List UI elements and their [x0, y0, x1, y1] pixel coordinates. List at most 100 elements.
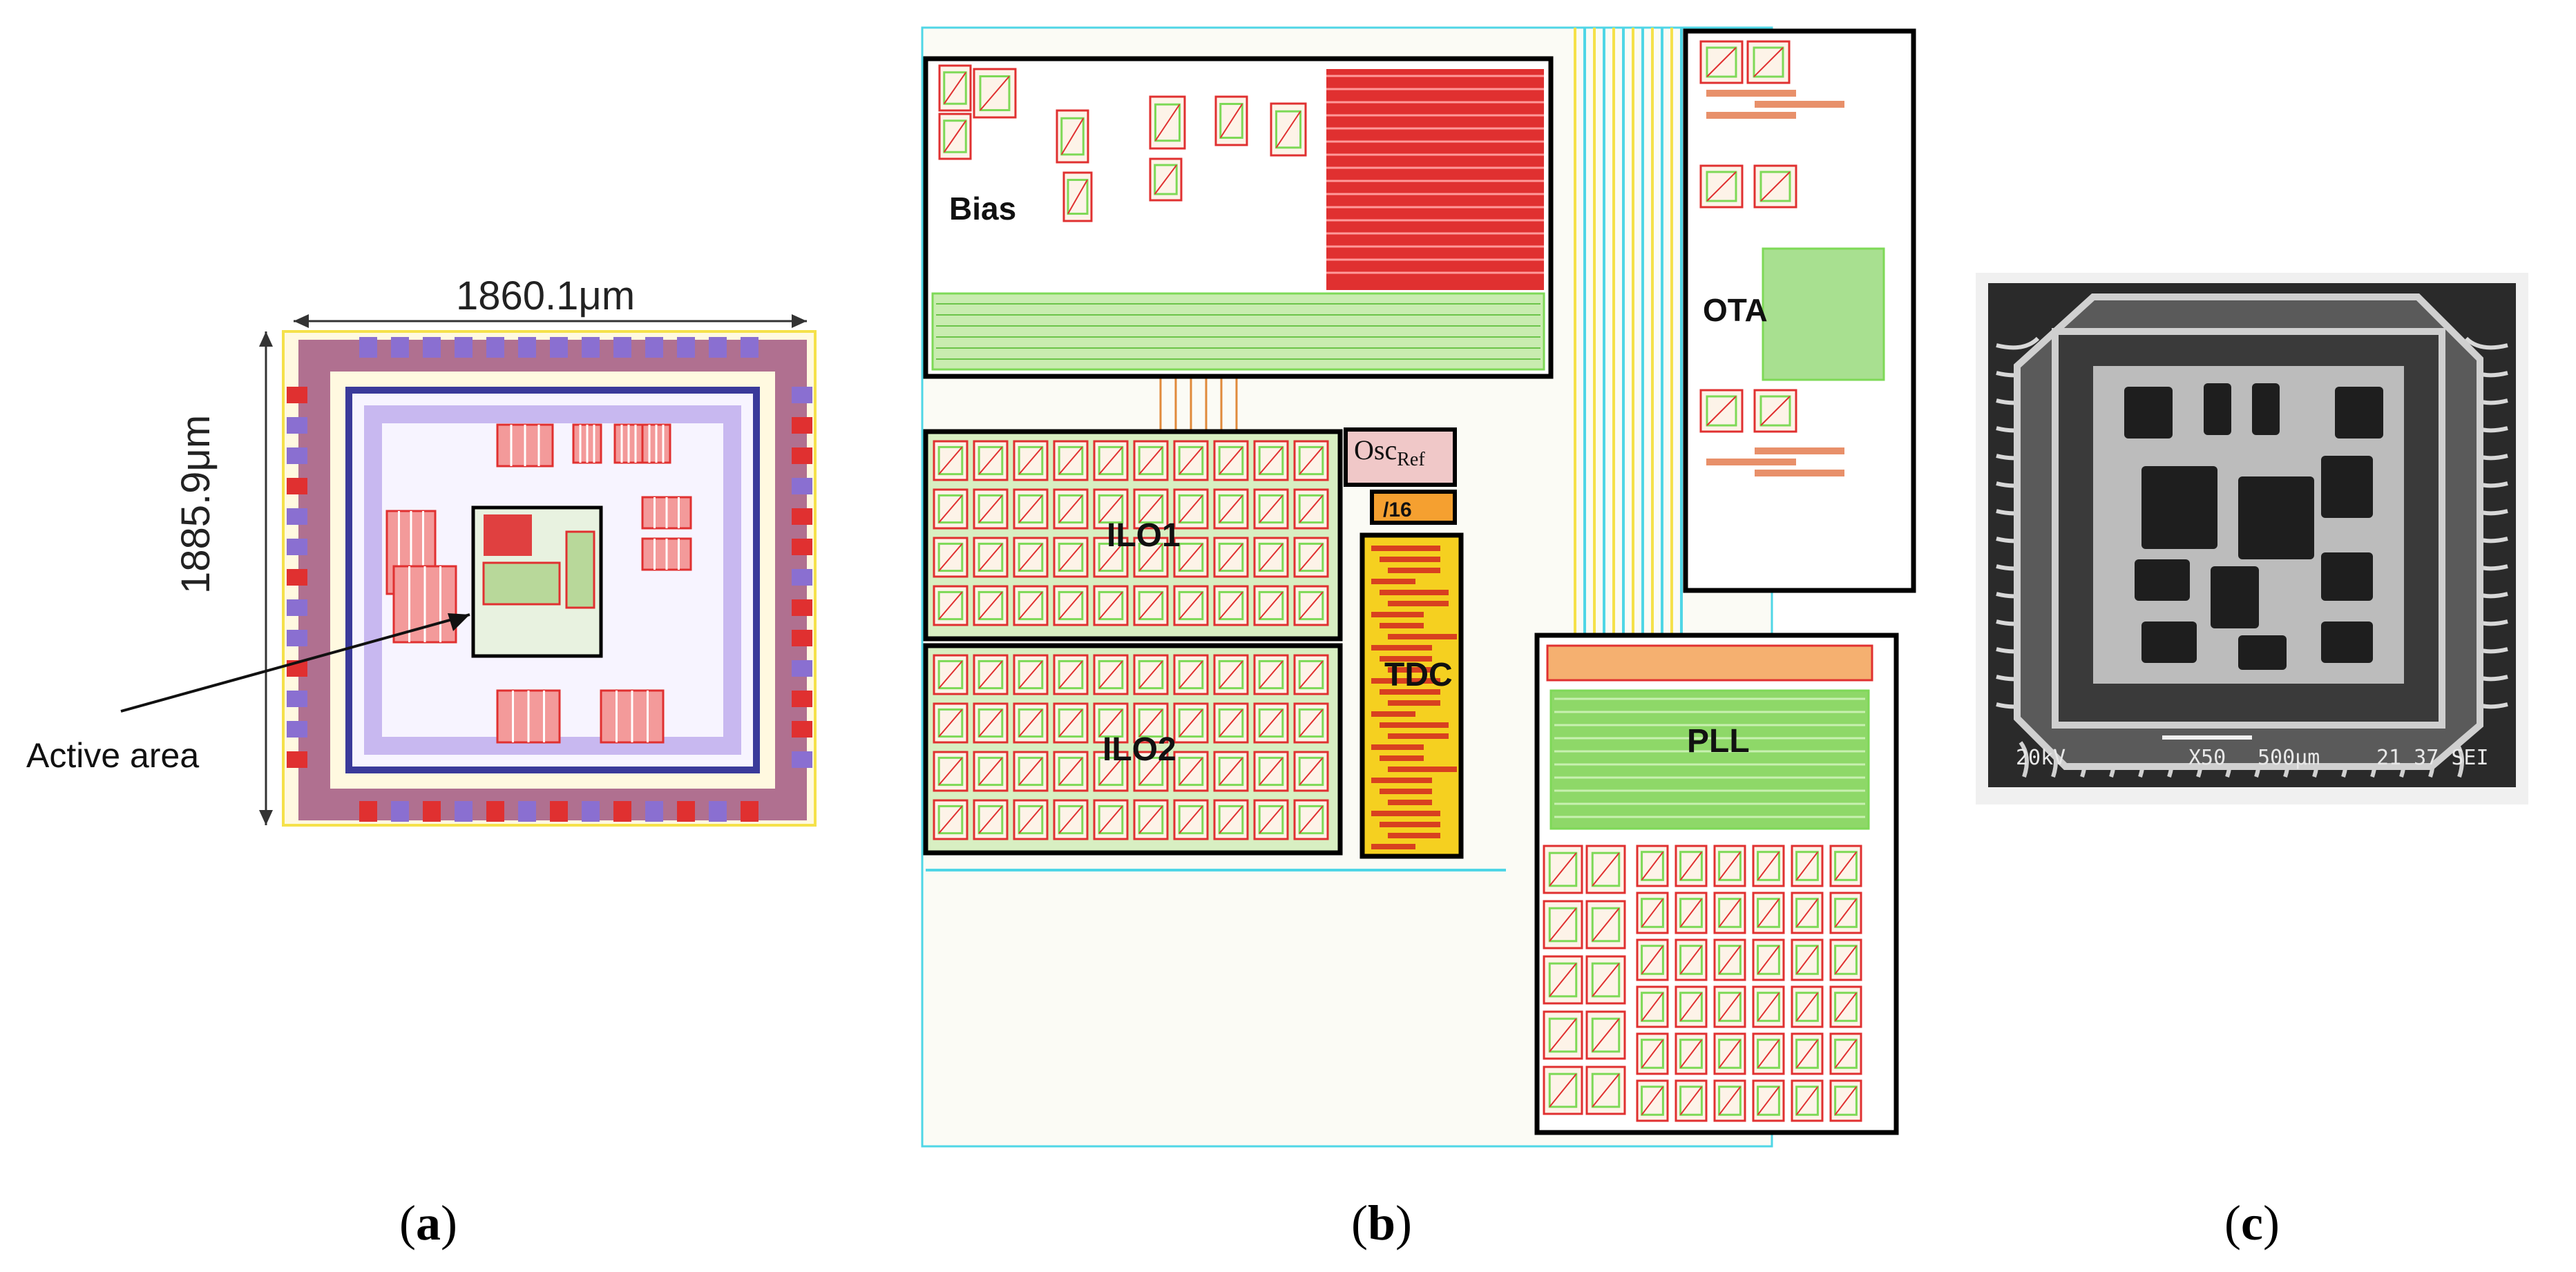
tdc-row-5	[1388, 601, 1449, 606]
tdc-row-20	[1388, 767, 1457, 772]
block-ilo2-cell-1-0-hatch	[938, 709, 963, 738]
pad-right-12	[792, 751, 812, 768]
tdc-row-26	[1388, 833, 1440, 838]
pll-cap-grid-5-2-inner	[1718, 1086, 1742, 1116]
tdc-row-7	[1380, 623, 1424, 628]
block-ilo1-cell-0-9-inner	[1298, 445, 1324, 476]
ota-cell-4-inner	[1706, 395, 1737, 427]
pad-top-1	[391, 337, 409, 358]
pll-cap-grid-2-0-inner	[1641, 945, 1664, 975]
pll-cap-grid-2-0-hatch	[1641, 945, 1664, 974]
tdc-row-3	[1371, 579, 1415, 584]
pll-cap-grid-4-4-hatch	[1795, 1039, 1819, 1068]
pll-cap-left-3-1-inner	[1591, 1017, 1621, 1053]
bias-cell-8-hatch	[1275, 110, 1301, 148]
block-ilo2-cell-1-6-hatch	[1179, 709, 1203, 738]
tdc-row-25	[1380, 822, 1440, 827]
block-ilo2-cell-1-0-inner	[937, 708, 964, 738]
block-ilo2-cell-3-8-hatch	[1259, 805, 1284, 834]
block-ilo1-cell-3-9-hatch	[1299, 591, 1324, 620]
pll-cap-grid-0-2-inner	[1718, 851, 1742, 881]
block-ilo1-cell-3-5-hatch	[1138, 591, 1163, 620]
block-ilo1-cell-3-0-hatch	[938, 591, 963, 620]
block-ilo2-cell-0-6-hatch	[1179, 660, 1203, 689]
pll-cap-left-4-0-hatch	[1549, 1073, 1577, 1108]
pad-top-7	[582, 337, 600, 358]
block-ilo2-cell-0-9-inner	[1298, 659, 1324, 690]
pad-top-0	[359, 337, 377, 358]
pll-cap-grid-2-2-inner	[1718, 945, 1742, 975]
block-ilo2-cell-3-5-inner	[1138, 804, 1164, 835]
caption-a: (a)	[399, 1195, 457, 1251]
die-dark-region-6	[2321, 456, 2373, 518]
sem-micrograph	[1976, 273, 2528, 804]
block-ilo2-cell-3-2-inner	[1018, 804, 1044, 835]
block-ilo2-cell-3-1-inner	[977, 804, 1004, 835]
bias-cell-1-inner	[943, 119, 967, 153]
sem-id: 21 37 SEI	[2376, 746, 2489, 770]
block-ilo1-cell-1-6-hatch	[1179, 494, 1203, 523]
pad-bottom-7	[582, 801, 600, 822]
pad-bottom-2	[423, 801, 441, 822]
block-ilo1-cell-2-0-inner	[937, 542, 964, 572]
bias-cell-4-hatch	[1067, 180, 1088, 214]
block-ilo2-cell-2-0-inner	[937, 756, 964, 787]
block-ilo1-cell-1-3-inner	[1058, 494, 1084, 524]
pll-cap-grid-0-1-hatch	[1679, 851, 1703, 880]
block-ilo2-cell-1-4-inner	[1098, 708, 1124, 738]
pad-right-4	[792, 508, 812, 525]
block-ilo2-cell-1-5-hatch	[1138, 709, 1163, 738]
pll-cap-grid-4-1-inner	[1679, 1039, 1703, 1069]
ota-cell-0-inner	[1706, 46, 1737, 78]
pad-left-1	[287, 417, 307, 434]
pad-top-12	[741, 337, 759, 358]
pad-top-2	[423, 337, 441, 358]
pll-cap-left-3-0-hatch	[1549, 1018, 1577, 1052]
ota-cell-5-inner	[1759, 395, 1791, 427]
pll-cap-grid-0-3-inner	[1757, 851, 1780, 881]
die-dark-region-5	[2238, 476, 2314, 559]
bond-wire-bottom-0	[2019, 741, 2029, 778]
pll-cap-grid-5-4-hatch	[1795, 1086, 1819, 1115]
block-div-outline	[1370, 490, 1457, 525]
block-ilo1-cell-0-9-hatch	[1299, 446, 1324, 475]
block-ilo2-cell-2-9-inner	[1298, 756, 1324, 787]
tdc-row-15	[1371, 711, 1415, 717]
die-dark-region-1	[2204, 383, 2231, 435]
pll-cap-grid-2-3-hatch	[1757, 945, 1780, 974]
ota-transistor-1	[1755, 101, 1844, 108]
block-ilo2-cell-3-4-inner	[1098, 804, 1124, 835]
pad-right-2	[792, 447, 812, 464]
pad-right-3	[792, 478, 812, 494]
osc-label-main: Osc	[1354, 434, 1397, 465]
pll-cap-grid-4-0-hatch	[1641, 1039, 1664, 1068]
ota-transistor-2	[1706, 112, 1796, 119]
pll-cap-grid-3-0-inner	[1641, 992, 1664, 1022]
block-ilo2-cell-2-0-hatch	[938, 757, 963, 786]
pad-bottom-12	[741, 801, 759, 822]
pll-cap-grid-5-5-inner	[1834, 1086, 1858, 1116]
pll-cap-grid-3-1-inner	[1679, 992, 1703, 1022]
tdc-row-0	[1371, 546, 1440, 551]
pad-top-3	[455, 337, 473, 358]
bias-cell-5-inner	[1154, 103, 1181, 142]
pll-cap-left-1-1-inner	[1591, 907, 1621, 943]
pll-cap-grid-0-4-hatch	[1795, 851, 1819, 880]
pll-cap-grid-0-5-inner	[1834, 851, 1858, 881]
tdc-row-6	[1371, 612, 1424, 617]
pll-cap-grid-5-1-inner	[1679, 1086, 1703, 1116]
block-ilo2-cell-2-9-hatch	[1299, 757, 1324, 786]
tdc-row-10	[1380, 656, 1432, 662]
block-ilo2-cell-1-9-inner	[1298, 708, 1324, 738]
block-ilo2-cell-2-1-hatch	[978, 757, 1003, 786]
die-dark-region-3	[2335, 387, 2383, 439]
block-ilo2-cell-2-2-inner	[1018, 756, 1044, 787]
pll-cap-grid-4-3-hatch	[1757, 1039, 1780, 1068]
block-ilo2-cell-1-3-inner	[1058, 708, 1084, 738]
block-ilo1-cell-2-3-inner	[1058, 542, 1084, 572]
pll-cap-left-1-0-hatch	[1549, 907, 1577, 942]
pll-cap-left-3-1-hatch	[1592, 1018, 1620, 1052]
pll-cap-grid-5-1-hatch	[1679, 1086, 1703, 1115]
block-ilo2-cell-3-0-inner	[937, 804, 964, 835]
pll-cap-grid-3-3-hatch	[1757, 992, 1780, 1021]
